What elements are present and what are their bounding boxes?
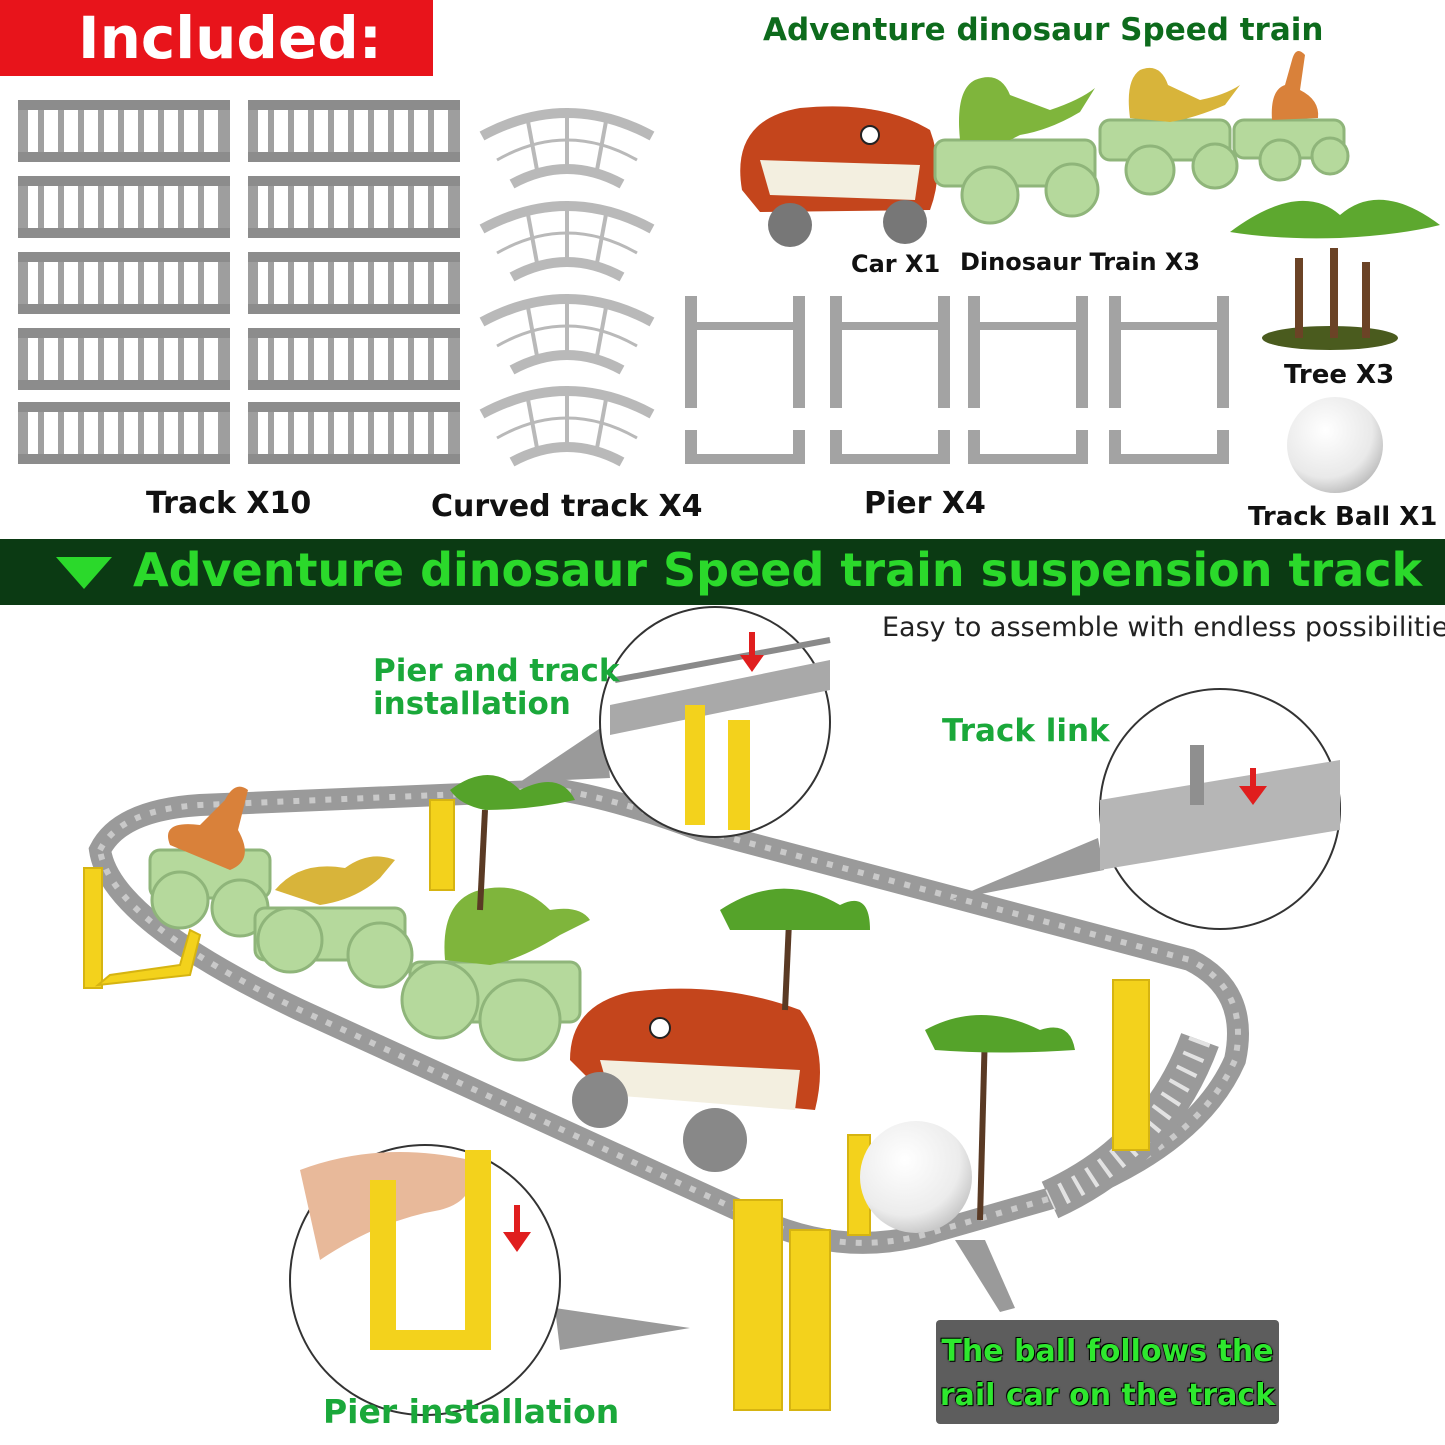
ball-note-line1: The ball follows the [941,1334,1274,1369]
assembled-track-scene [83,775,1249,1411]
track-ball-icon [1287,397,1383,493]
pier-installation-label: Pier installation [323,1392,620,1431]
product-title: Adventure dinosaur Speed train [763,12,1324,48]
down-triangle-icon [56,557,112,589]
dinosaur-car-figure [740,106,938,247]
dinosaur-train-cars [933,118,1350,225]
included-badge: Included: [0,0,433,76]
dinosaur-figures [959,51,1319,140]
callout-track-link [1099,688,1341,930]
car-count-label: Car X1 [851,250,941,278]
callout-pier-track [599,606,831,838]
pointer-ball-note [955,1240,1015,1312]
assembly-subtitle: Easy to assemble with endless possibilit… [882,612,1445,643]
pointer-pier-install [555,1308,690,1350]
pier-track-label-line1: Pier and track [373,653,620,689]
track-count-label: Track X10 [146,486,312,521]
pier-track-label-line2: installation [373,686,571,722]
dinosaur-train-count-label: Dinosaur Train X3 [960,248,1201,276]
pier-pieces [685,296,1229,464]
track-ball-count-label: Track Ball X1 [1248,502,1438,532]
banner-title: Adventure dinosaur Speed train suspensio… [133,543,1423,597]
straight-track [18,100,230,162]
tree-count-label: Tree X3 [1284,360,1395,390]
callout-pier-install [289,1144,561,1416]
pointer-track-link [950,838,1104,900]
tree-icon [1230,199,1440,350]
curved-track-count-label: Curved track X4 [431,489,703,524]
pier-count-label: Pier X4 [864,486,986,521]
ball-note-line2: rail car on the track [939,1378,1276,1413]
track-link-label: Track link [942,713,1110,749]
pointer-pier-track [520,725,610,782]
section-banner: Adventure dinosaur Speed train suspensio… [0,539,1445,605]
curved-track-pieces [479,108,655,467]
straight-track-pieces [18,100,460,464]
ball-follow-note: The ball follows the rail car on the tra… [936,1320,1279,1424]
